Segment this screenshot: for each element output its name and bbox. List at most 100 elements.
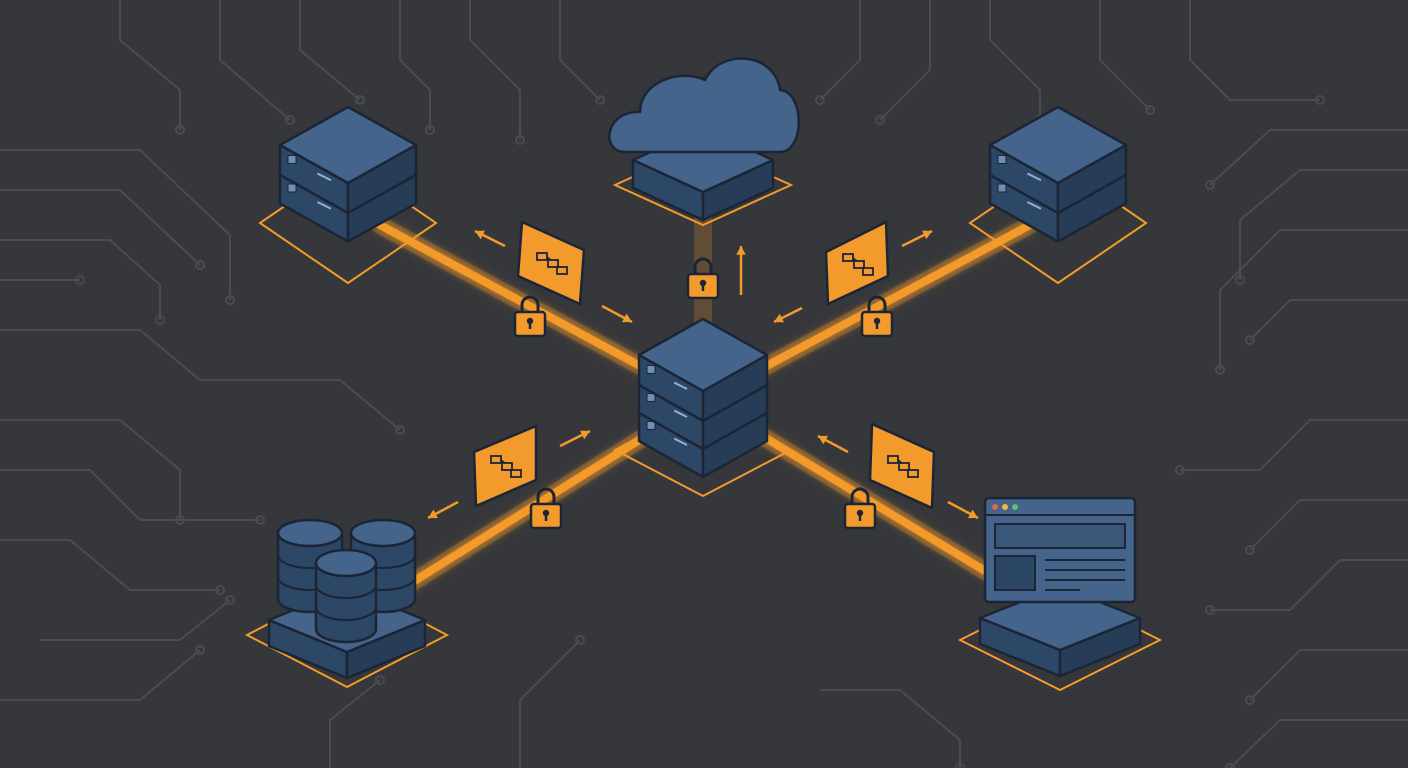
status-led-icon (997, 183, 1007, 193)
server-unit (637, 317, 769, 423)
status-led-icon (646, 393, 656, 402)
direction-arrow-icon (947, 500, 979, 520)
circuit-trace (399, 0, 431, 130)
window-close-dot (992, 504, 998, 510)
packet-glyph-link (500, 459, 506, 464)
direction-arrow-icon (736, 246, 746, 295)
circuit-trace (1219, 229, 1408, 370)
lock-keyhole (542, 509, 550, 517)
lock-icon (529, 487, 563, 530)
drive-slot (673, 381, 688, 390)
drive-slot (673, 409, 688, 418)
circuit-trace (879, 0, 931, 121)
packet-glyph (510, 469, 522, 478)
packet-glyph (862, 267, 874, 276)
lock-icon (860, 295, 894, 338)
trace-node (1245, 695, 1255, 705)
direction-arrow-icon (427, 500, 459, 520)
trace-node (255, 515, 265, 525)
cylinder-body (314, 561, 378, 644)
encrypted-packet-icon (868, 422, 936, 510)
trace-node (575, 635, 585, 645)
circuit-trace (1249, 649, 1408, 701)
circuit-trace (1249, 499, 1408, 551)
lock-icon (843, 487, 877, 530)
circuit-trace (0, 469, 260, 521)
window-minimize-dot (1002, 504, 1008, 510)
packet-glyph (536, 252, 548, 261)
trace-node (515, 135, 525, 145)
trace-node (595, 95, 605, 105)
circuit-trace (559, 0, 601, 101)
packet-glyph (501, 462, 513, 471)
circuit-trace (469, 0, 521, 140)
status-led-icon (646, 365, 656, 374)
drive-slot (1026, 201, 1042, 210)
trace-node (1145, 105, 1155, 115)
browser-header-block (994, 523, 1126, 549)
encrypted-packet-icon (472, 424, 538, 508)
network-nodes (244, 57, 1163, 692)
cylinder-top (314, 548, 378, 578)
arrow-head (622, 313, 632, 323)
lock-keyhole (873, 317, 881, 325)
packet-glyph-link (546, 256, 552, 261)
lock-shackle (536, 487, 556, 504)
packet-glyph (898, 462, 910, 471)
trace-node (425, 125, 435, 135)
circuit-trace (0, 539, 220, 591)
drive-slot (316, 172, 332, 182)
arrow-head (736, 246, 746, 255)
circuit-trace (1180, 419, 1408, 471)
link-overlays (427, 220, 979, 530)
trace-node (1245, 545, 1255, 555)
status-led-icon (287, 183, 297, 193)
encrypted-packet-icon (824, 220, 890, 306)
packet-card (516, 220, 586, 306)
packet-card (824, 220, 890, 306)
status-led-icon (646, 421, 656, 430)
cylinder-top (349, 518, 417, 548)
packet-glyph-link (852, 257, 858, 262)
circuit-trace (1239, 169, 1408, 280)
circuit-trace (40, 599, 231, 641)
lock-shackle (693, 257, 713, 274)
circuit-trace (1210, 559, 1408, 611)
circuit-trace (819, 0, 861, 101)
packet-glyph (907, 469, 919, 478)
box-top-face (278, 105, 418, 185)
trace-node (355, 95, 365, 105)
circuit-trace (1229, 719, 1408, 768)
trace-node (155, 315, 165, 325)
trace-node (225, 595, 235, 605)
lock-keyhole (526, 317, 534, 325)
arrow-head (428, 509, 438, 519)
arrow-head (922, 230, 932, 240)
browser-window-icon (983, 496, 1137, 604)
trace-node (815, 95, 825, 105)
trace-node (1245, 335, 1255, 345)
arrow-head (475, 230, 485, 240)
direction-arrow-icon (901, 229, 933, 248)
window-maximize-dot (1012, 504, 1018, 510)
circuit-trace (0, 419, 181, 520)
packet-glyph (842, 253, 854, 262)
trace-node (75, 275, 85, 285)
lock-keyhole (699, 279, 707, 287)
lock-keyhole (856, 509, 864, 517)
packet-card (868, 422, 936, 510)
arrow-head (774, 313, 784, 323)
trace-node (1205, 605, 1215, 615)
lock-shackle (520, 295, 540, 312)
box-top-face (637, 317, 769, 393)
browser-image-block (994, 555, 1036, 591)
trace-node (195, 260, 205, 270)
direction-arrow-icon (601, 304, 633, 324)
circuit-trace (219, 0, 291, 121)
lock-shackle (850, 487, 870, 504)
packet-glyph (547, 259, 559, 268)
cylinder-band (315, 584, 377, 599)
trace-node (225, 295, 235, 305)
circuit-trace (0, 239, 161, 320)
